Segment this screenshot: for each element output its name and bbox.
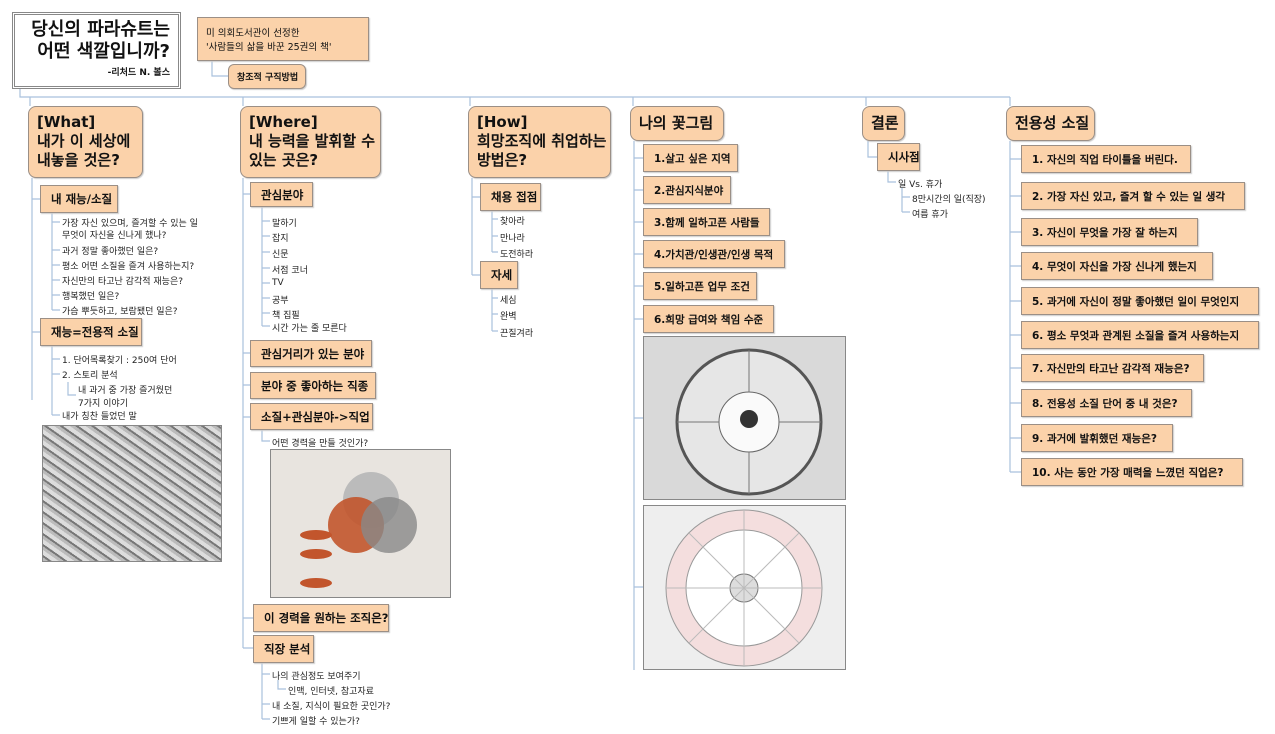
leaf: 내 소질, 지식이 필요한 곳인가? xyxy=(272,702,391,712)
flower-item[interactable]: 3.함께 일하고픈 사람들 xyxy=(643,208,770,236)
talent-node[interactable]: 내 재능/소질 xyxy=(40,185,118,213)
transferable-item[interactable]: 1. 자신의 직업 타이틀을 버린다. xyxy=(1021,145,1191,173)
leaf: 1. 단어목록찾기 : 250여 단어 xyxy=(62,356,177,366)
workplace-analysis-node[interactable]: 직장 분석 xyxy=(253,635,314,663)
implication-node[interactable]: 시사점 xyxy=(877,143,920,171)
venn-icon xyxy=(300,472,417,588)
book-line1: 미 의회도서관이 선정한 xyxy=(206,28,300,39)
transferable-item[interactable]: 7. 자신만의 타고난 감각적 재능은? xyxy=(1021,354,1204,382)
leaf: 신문 xyxy=(272,250,289,260)
where-title3: 있는 곳은? xyxy=(249,151,319,169)
interest-field-node[interactable]: 관심거리가 있는 분야 xyxy=(250,340,372,367)
title-author: -리처드 N. 볼스 xyxy=(107,68,170,78)
title-line2: 어떤 색깔입니까? xyxy=(37,41,170,62)
leaf: 여름 휴가 xyxy=(912,210,948,220)
book-line2: '사람들의 삶을 바꾼 25권의 책' xyxy=(206,42,332,53)
wheel-icon xyxy=(665,509,823,667)
flower-item[interactable]: 4.가치관/인생관/인생 목적 xyxy=(643,240,785,268)
transferable-item[interactable]: 5. 과거에 자신이 정말 좋아했던 일이 무엇인지 xyxy=(1021,287,1259,315)
leaf: 잡지 xyxy=(272,234,289,244)
preferred-job-node[interactable]: 분야 중 좋아하는 직종 xyxy=(250,372,376,399)
talent-interest-job-node[interactable]: 소질+관심분야->직업 xyxy=(250,403,373,430)
leaf: 일 Vs. 휴가 xyxy=(898,180,943,190)
leaf: 내가 칭찬 들었던 말 xyxy=(62,412,137,422)
transferable-item[interactable]: 8. 전용성 소질 단어 중 내 것은? xyxy=(1021,389,1192,417)
flower-item[interactable]: 1.살고 싶은 지역 xyxy=(643,144,738,172)
leaf: 공부 xyxy=(272,296,289,306)
leaf: 무엇이 자신을 신나게 했나? xyxy=(62,231,167,241)
attitude-node[interactable]: 자세 xyxy=(480,261,518,289)
flower-item[interactable]: 6.희망 급여와 책임 수준 xyxy=(643,305,774,333)
interest-node[interactable]: 관심분야 xyxy=(250,182,313,207)
value-wheel-image xyxy=(643,505,846,670)
title-line1: 당신의 파라슈트는 xyxy=(31,19,170,40)
leaf: 가장 자신 있으며, 즐겨할 수 있는 일 xyxy=(62,219,198,229)
leaf: 인맥, 인터넷, 참고자료 xyxy=(288,687,374,697)
what-title2: 내가 이 세상에 xyxy=(37,132,131,150)
book-node[interactable]: 미 의회도서관이 선정한 '사람들의 삶을 바꾼 25권의 책' xyxy=(197,17,369,61)
where-title2: 내 능력을 발휘할 수 xyxy=(249,132,376,150)
how-title3: 방법은? xyxy=(477,151,528,169)
leaf: 책 집필 xyxy=(272,311,300,321)
how-node[interactable]: [How] 희망조직에 취업하는 방법은? xyxy=(468,106,611,178)
leaf: 평소 어떤 소질을 즐겨 사용하는지? xyxy=(62,262,195,272)
flower-circle-icon xyxy=(675,348,823,496)
flower-item[interactable]: 5.일하고픈 업무 조건 xyxy=(643,272,757,300)
leaf: 만나라 xyxy=(500,234,525,244)
how-title1: [How] xyxy=(477,113,528,131)
conclusion-node[interactable]: 결론 xyxy=(862,106,905,141)
leaf: 행복했던 일은? xyxy=(62,292,120,302)
what-title1: [What] xyxy=(37,113,96,131)
leaf: 완벽 xyxy=(500,312,517,322)
leaf: 서점 코너 xyxy=(272,266,308,276)
leaf: 끈질겨라 xyxy=(500,329,534,339)
transfer-node[interactable]: 재능=전용적 소질 xyxy=(40,318,142,346)
book-page-image xyxy=(42,425,222,562)
hiring-contact-node[interactable]: 채용 접점 xyxy=(480,183,541,211)
leaf: 가슴 뿌듯하고, 보람됐던 일은? xyxy=(62,307,178,317)
transferable-item[interactable]: 9. 과거에 발휘했던 재능은? xyxy=(1021,424,1173,452)
transferable-item[interactable]: 3. 자신이 무엇을 가장 잘 하는지 xyxy=(1021,218,1198,246)
transferable-item[interactable]: 10. 사는 동안 가장 매력을 느꼈던 직업은? xyxy=(1021,458,1243,486)
leaf: 7가지 이야기 xyxy=(78,399,128,409)
venn-diagram-image xyxy=(270,449,451,598)
transferable-item[interactable]: 4. 무엇이 자신을 가장 신나게 했는지 xyxy=(1021,252,1213,280)
leaf: 8만시간의 일(직장) xyxy=(912,195,986,205)
title-box: 당신의 파라슈트는 어떤 색깔입니까? -리처드 N. 볼스 xyxy=(12,12,181,89)
where-node[interactable]: [Where] 내 능력을 발휘할 수 있는 곳은? xyxy=(240,106,381,178)
leaf: 도전하라 xyxy=(500,250,534,260)
leaf: 자신만의 타고난 감각적 재능은? xyxy=(62,277,184,287)
transferable-node[interactable]: 전용성 소질 xyxy=(1006,106,1095,141)
transferable-item[interactable]: 2. 가장 자신 있고, 즐겨 할 수 있는 일 생각 xyxy=(1021,182,1245,210)
leaf: 나의 관심정도 보여주기 xyxy=(272,672,361,682)
leaf: 어떤 경력을 만들 것인가? xyxy=(272,439,369,449)
leaf: 내 과거 중 가장 즐거웠던 xyxy=(78,386,173,396)
flower-item[interactable]: 2.관심지식분야 xyxy=(643,176,731,204)
leaf: 2. 스토리 분석 xyxy=(62,371,118,381)
leaf: 시간 가는 줄 모른다 xyxy=(272,324,347,334)
leaf: 과거 정말 좋아했던 일은? xyxy=(62,247,159,257)
flower-node[interactable]: 나의 꽃그림 xyxy=(630,106,724,141)
leaf: 찾아라 xyxy=(500,217,525,227)
what-title3: 내놓을 것은? xyxy=(37,151,120,169)
how-title2: 희망조직에 취업하는 xyxy=(477,132,607,150)
org-node[interactable]: 이 경력을 원하는 조직은? xyxy=(253,604,389,632)
where-title1: [Where] xyxy=(249,113,318,131)
leaf: 말하기 xyxy=(272,219,297,229)
flower-diagram-image xyxy=(643,336,846,500)
transferable-item[interactable]: 6. 평소 무엇과 관계된 소질을 즐겨 사용하는지 xyxy=(1021,321,1259,349)
book-child-node[interactable]: 창조적 구직방법 xyxy=(228,64,306,89)
leaf: TV xyxy=(272,278,284,288)
what-node[interactable]: [What] 내가 이 세상에 내놓을 것은? xyxy=(28,106,143,178)
leaf: 기쁘게 일할 수 있는가? xyxy=(272,717,360,727)
leaf: 세심 xyxy=(500,296,517,306)
